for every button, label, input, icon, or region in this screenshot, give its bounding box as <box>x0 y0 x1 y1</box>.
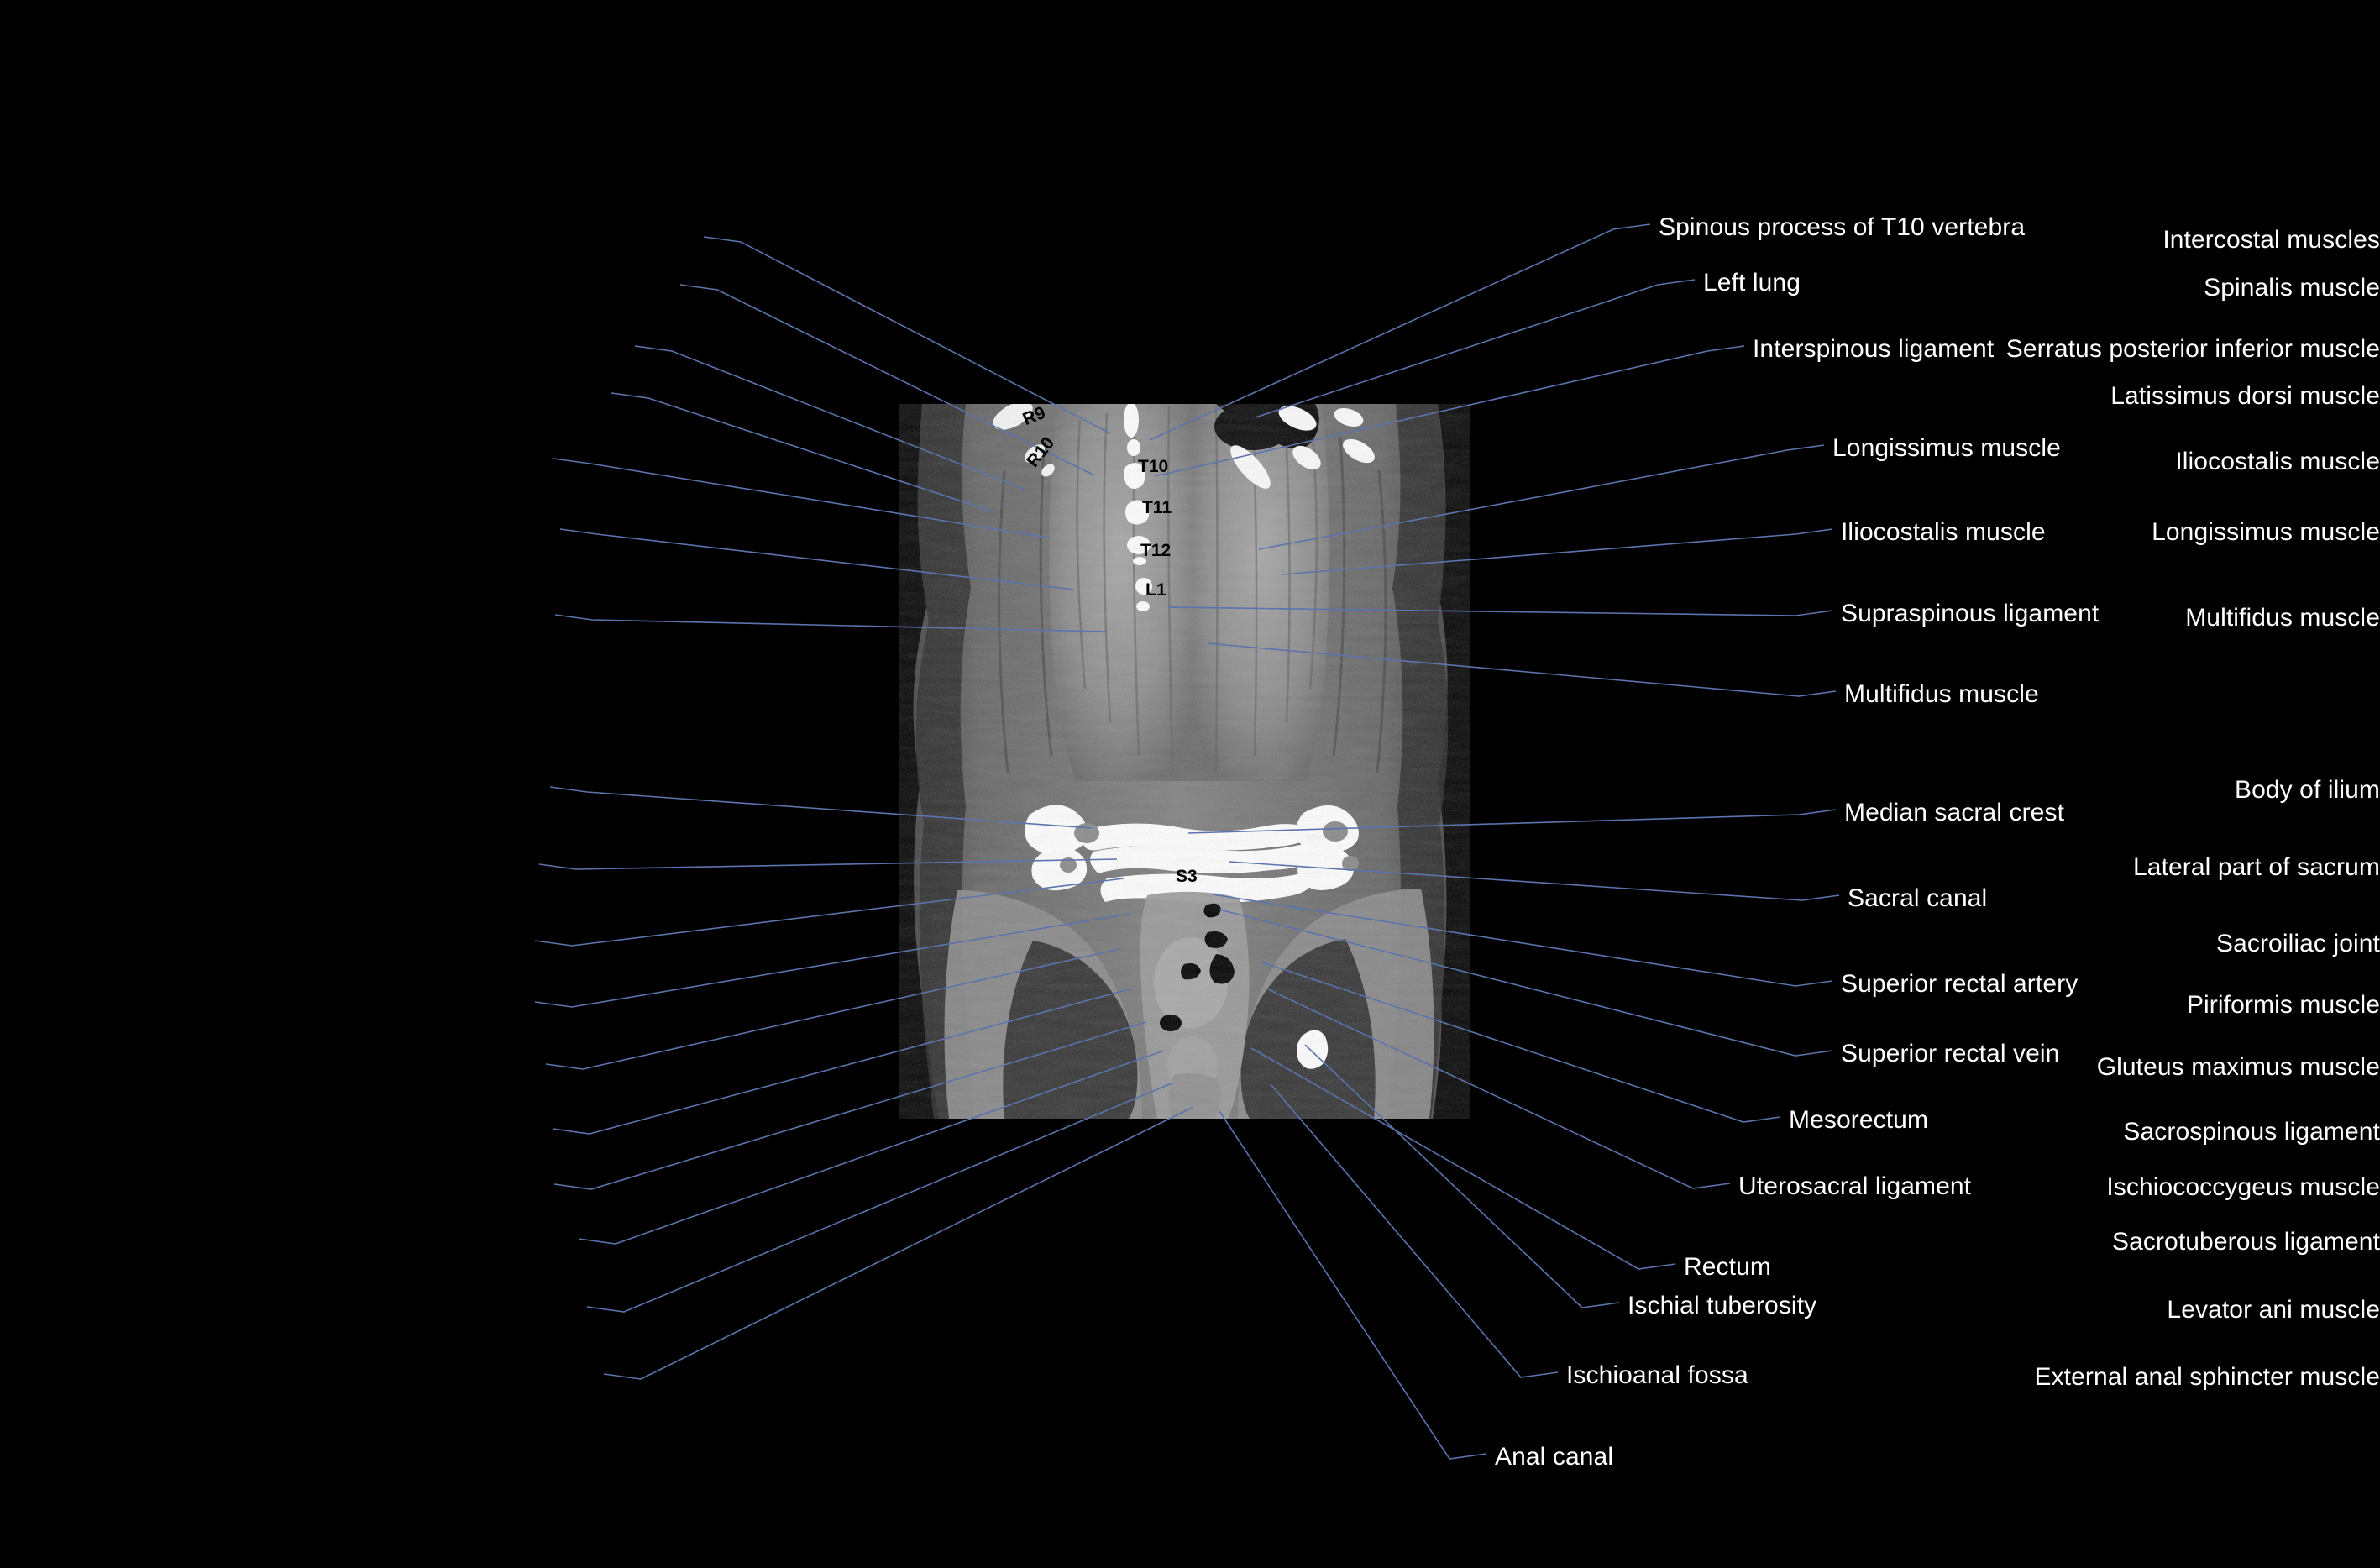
label-levator-ani-muscle: Levator ani muscle <box>2167 1296 2380 1324</box>
ct-tag-t10: T10 <box>1138 457 1169 476</box>
label-sacroiliac-joint: Sacroiliac joint <box>2215 930 2380 957</box>
label-sacral-canal: Sacral canal <box>1848 884 1988 912</box>
label-latissimus-dorsi-muscle: Latissimus dorsi muscle <box>2110 382 2380 410</box>
label-supraspinous-ligament: Supraspinous ligament <box>1841 600 2100 627</box>
label-spinalis-muscle: Spinalis muscle <box>2204 274 2380 302</box>
ct-tag-t11: T11 <box>1142 498 1172 517</box>
label-sacrotuberous-ligament: Sacrotuberous ligament <box>2111 1228 2380 1256</box>
label-piriformis-muscle: Piriformis muscle <box>2186 991 2380 1019</box>
label-lateral-part-of-sacrum: Lateral part of sacrum <box>2133 853 2380 881</box>
label-iliocostalis-muscle-left: Iliocostalis muscle <box>2175 448 2380 475</box>
label-iliocostalis-muscle-right: Iliocostalis muscle <box>1841 518 2046 546</box>
label-superior-rectal-vein: Superior rectal vein <box>1841 1040 2060 1067</box>
label-body-of-ilium: Body of ilium <box>2234 776 2380 804</box>
label-longissimus-muscle-left: Longissimus muscle <box>2152 518 2380 546</box>
ct-tag-t12: T12 <box>1140 541 1172 560</box>
label-ischioanal-fossa: Ischioanal fossa <box>1566 1361 1748 1389</box>
label-multifidus-muscle-right: Multifidus muscle <box>1844 680 2039 708</box>
label-left-lung: Left lung <box>1703 269 1801 296</box>
label-external-anal-sphincter-muscle: External anal sphincter muscle <box>2034 1363 2380 1391</box>
label-multifidus-muscle-left: Multifidus muscle <box>2185 604 2380 632</box>
ct-tag-l1: L1 <box>1145 580 1166 600</box>
label-intercostal-muscles: Intercostal muscles <box>2162 226 2380 254</box>
label-sacrospinous-ligament: Sacrospinous ligament <box>2123 1118 2380 1146</box>
label-longissimus-muscle-right: Longissimus muscle <box>1832 434 2061 462</box>
label-interspinous-ligament: Interspinous ligament <box>1753 335 1995 363</box>
label-anal-canal: Anal canal <box>1495 1443 1614 1471</box>
label-serratus-posterior-inferior: Serratus posterior inferior muscle <box>2005 335 2380 363</box>
label-spinous-process-t10: Spinous process of T10 vertebra <box>1659 213 2026 241</box>
label-gluteus-maximus-muscle: Gluteus maximus muscle <box>2096 1053 2380 1081</box>
label-ischiococcygeus-muscle: Ischiococcygeus muscle <box>2106 1173 2380 1201</box>
label-mesorectum: Mesorectum <box>1789 1106 1929 1134</box>
label-superior-rectal-artery: Superior rectal artery <box>1841 970 2079 998</box>
label-ischial-tuberosity: Ischial tuberosity <box>1628 1292 1817 1319</box>
label-median-sacral-crest: Median sacral crest <box>1844 799 2064 826</box>
label-uterosacral-ligament: Uterosacral ligament <box>1738 1172 1972 1200</box>
label-rectum: Rectum <box>1684 1253 1771 1281</box>
ct-tag-s3: S3 <box>1176 867 1198 886</box>
